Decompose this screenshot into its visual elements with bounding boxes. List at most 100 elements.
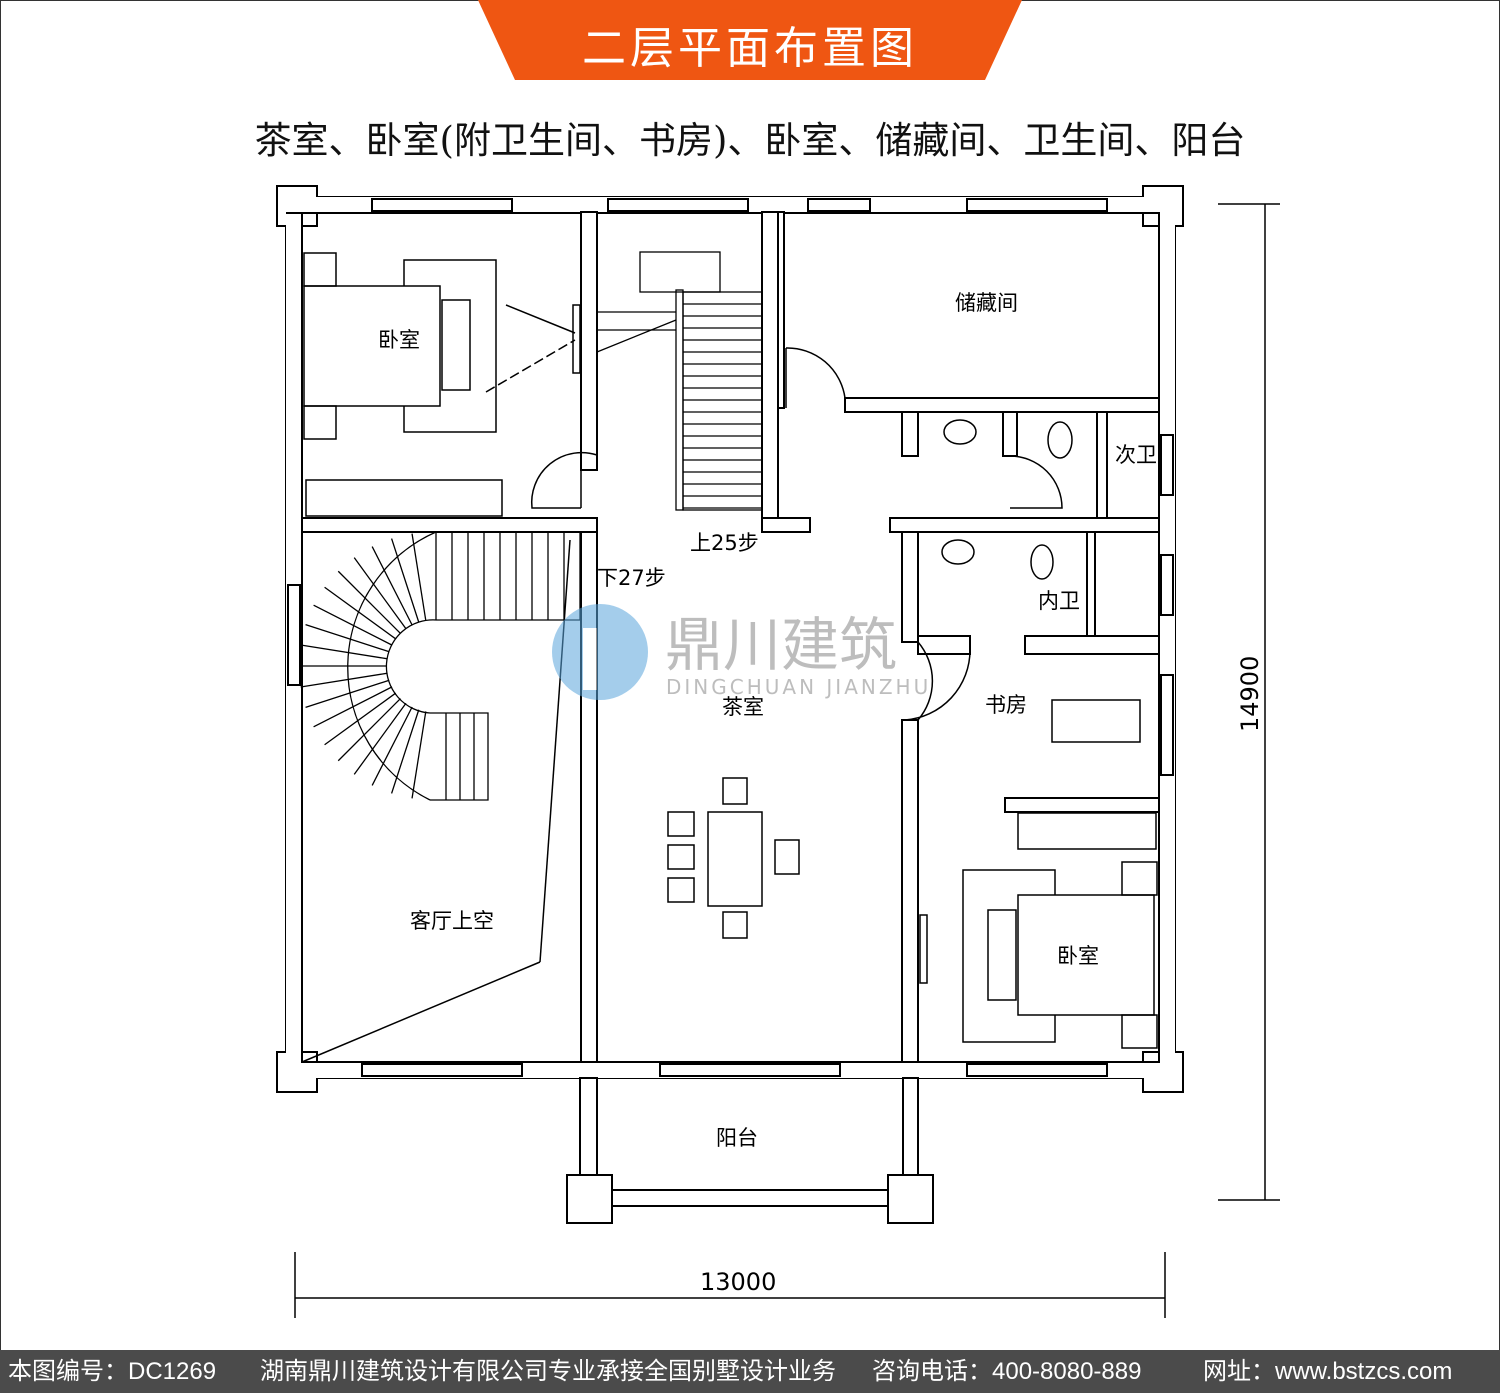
wall [1002,411,1018,457]
nightstand [303,405,337,440]
tv-cabinet [441,299,471,391]
watermark: 鼎川建筑 DINGCHUAN JIANZHU [552,604,931,700]
wall [844,397,1160,413]
wall [901,719,919,1063]
balcony-post [566,1174,613,1224]
wall [889,517,1160,533]
stair-tread [300,644,388,660]
wall [1096,411,1108,519]
bed [1017,894,1155,1016]
washbasin [941,539,975,565]
window [607,198,749,212]
window [966,198,1108,212]
label-bedroom-2: 卧室 [1057,944,1099,968]
label-living-void: 客厅上空 [410,909,494,933]
stair-tread [371,546,413,626]
chair [722,777,748,805]
wall [580,211,598,471]
label-study: 书房 [985,693,1027,717]
stair-tread [337,570,401,634]
wall [901,531,919,643]
window [1160,434,1174,496]
company-info: 湖南鼎川建筑设计有限公司专业承接全国别墅设计业务 [260,1358,836,1385]
chair [722,911,748,939]
furniture [303,252,1158,1049]
washbasin [943,419,977,445]
stair-tread [371,706,413,786]
window [287,584,301,686]
label-storage: 储藏间 [955,291,1018,315]
stair-tread [305,679,390,709]
dimensions [294,203,1280,1318]
balcony-post [887,1174,934,1224]
stair-tread [313,686,393,728]
balcony-column [902,1077,919,1176]
wardrobe [305,479,503,517]
watermark-pinyin: DINGCHUAN JIANZHU [666,675,931,699]
squat-toilet [1047,421,1073,459]
stair-tread [390,709,420,794]
chair [667,877,695,903]
stair-tread [353,557,407,630]
bed [303,285,441,407]
title-banner [478,0,1022,80]
stair-tread [337,698,401,762]
window [966,1063,1108,1077]
website-link[interactable]: 网址：www.bstzcs.com [1203,1358,1453,1385]
floor-plan: 卧室 储藏间 次卫 内卫 书房 茶室 客厅上空 卧室 阳台 上25步 下27步 … [276,185,1280,1318]
banner-shape [478,0,1022,80]
chair [667,811,695,837]
drawing-number: 本图编号：DC1269 [8,1358,217,1385]
dimension-width: 13000 [700,1268,776,1296]
toilet [1030,544,1054,580]
page-subtitle: 茶室、卧室(附卫生间、书房)、卧室、储藏间、卫生间、阳台 [254,119,1246,162]
armchair [774,839,800,875]
wall [1086,531,1096,637]
wardrobe [1017,812,1157,850]
window [807,198,871,212]
wall [777,211,785,409]
window [659,1063,841,1077]
phone: 咨询电话：400-8080-889 [872,1358,1142,1385]
stair-tread [411,711,427,799]
stair-tread [300,672,388,688]
window [1160,554,1174,616]
nightstand [1121,1014,1158,1049]
doors [301,347,1063,1063]
tv-cabinet [987,909,1017,1001]
stair-tread [305,623,390,653]
nightstand [303,252,337,287]
watermark-name: 鼎川建筑 [665,611,897,679]
wall [761,517,811,533]
stair-tread [324,692,397,746]
label-stair-up: 上25步 [690,531,759,555]
dimension-depth: 14900 [1236,656,1264,732]
balcony-column [579,1077,598,1176]
wall [917,635,971,655]
wall [301,517,598,533]
wall [901,411,919,457]
balcony-rail [611,1189,889,1207]
desk [1051,699,1141,743]
nightstand [1121,861,1158,896]
wall [761,211,779,521]
chair [667,844,695,870]
footer-bar: 本图编号：DC1269 湖南鼎川建筑设计有限公司专业承接全国别墅设计业务 咨询电… [0,1350,1500,1393]
tea-table [707,811,763,907]
stair-tread [411,533,427,621]
window [371,198,513,212]
window [1160,674,1174,776]
page-title: 二层平面布置图 [582,23,918,74]
stair-tread [390,538,420,623]
wall [1004,797,1160,813]
staircase [299,251,763,801]
label-balcony: 阳台 [716,1126,758,1150]
label-inner-bath: 内卫 [1038,589,1080,613]
label-bedroom-1: 卧室 [378,328,420,352]
window [361,1063,523,1077]
label-stair-down: 下27步 [597,566,666,590]
walls [276,185,1184,1224]
stair-tread [353,702,407,775]
stair-tread [324,586,397,640]
label-second-bath: 次卫 [1115,443,1157,467]
